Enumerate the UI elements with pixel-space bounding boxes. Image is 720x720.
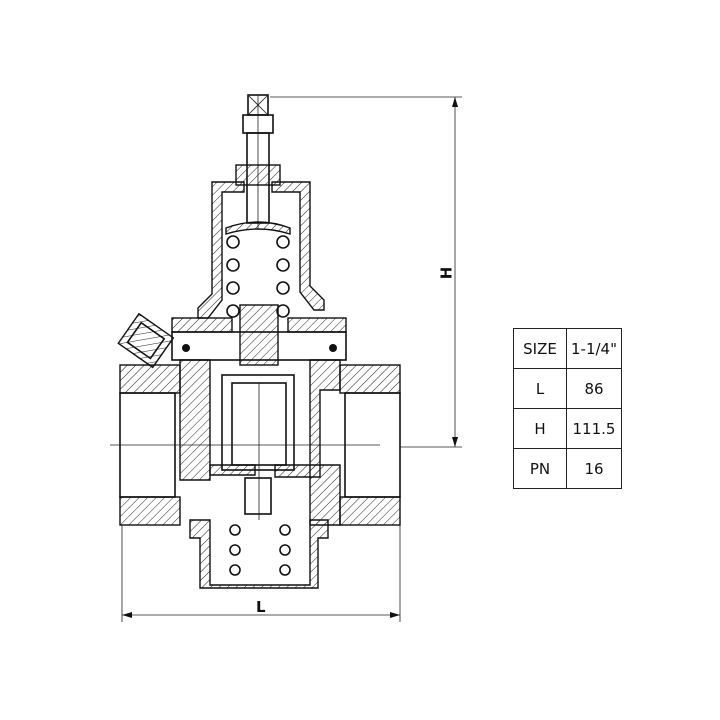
valve-body <box>110 359 401 526</box>
gauge-port <box>117 312 175 369</box>
adjusting-screw <box>235 94 281 230</box>
spec-value: 111.5 <box>566 408 622 449</box>
bonnet <box>197 181 325 319</box>
dimension-h <box>270 96 462 448</box>
diaphragm-flange <box>171 304 347 366</box>
valve-cartridge <box>221 374 295 520</box>
spec-key: H <box>513 408 567 449</box>
spec-value: 16 <box>566 448 622 489</box>
spec-value: 86 <box>566 368 622 409</box>
spec-key: PN <box>513 448 567 489</box>
dimension-h-label: H <box>437 266 456 280</box>
dimension-l-label: L <box>256 598 266 616</box>
spec-value: 1-1/4" <box>566 328 622 369</box>
spec-key: SIZE <box>513 328 567 369</box>
main-spring <box>225 221 291 318</box>
spec-key: L <box>513 368 567 409</box>
dimension-l <box>121 525 401 622</box>
bottom-cap <box>189 477 329 589</box>
